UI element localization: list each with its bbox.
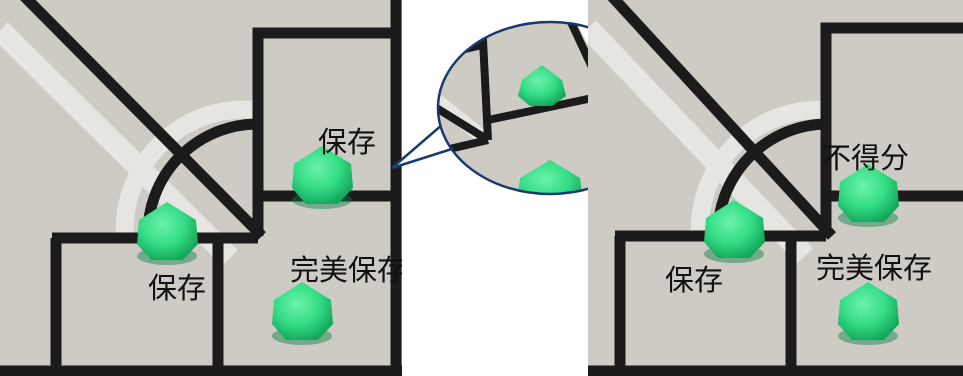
bubble-cone-top [518, 65, 566, 106]
right-floor [588, 0, 963, 376]
left-cone-bottom-left [137, 202, 198, 265]
right-field-panel: 不得分 保存 完美保存 [588, 0, 963, 376]
left-cone-bottom-right [272, 282, 333, 345]
label-left-bottom-left: 保存 [148, 271, 206, 305]
left-light-arc [115, 100, 256, 239]
label-right-bottom-left: 保存 [665, 263, 723, 297]
label-right-bottom-right: 完美保存 [816, 251, 932, 285]
left-diagonal-line [20, 0, 266, 240]
right-cone-bottom-left [704, 200, 765, 263]
right-light-arc [690, 100, 829, 239]
left-field-panel: 保存 保存 完美保存 [0, 0, 406, 376]
label-left-bottom-right: 完美保存 [290, 253, 406, 287]
right-cone-bottom-right [838, 282, 899, 345]
right-cone-top [838, 164, 899, 227]
label-left-top: 保存 [318, 125, 376, 159]
left-cone-top [292, 146, 353, 209]
right-diagonal-line [607, 0, 837, 240]
label-right-top: 不得分 [822, 141, 909, 175]
bubble-cone-bottom [516, 160, 584, 194]
right-light-band [588, 20, 813, 264]
